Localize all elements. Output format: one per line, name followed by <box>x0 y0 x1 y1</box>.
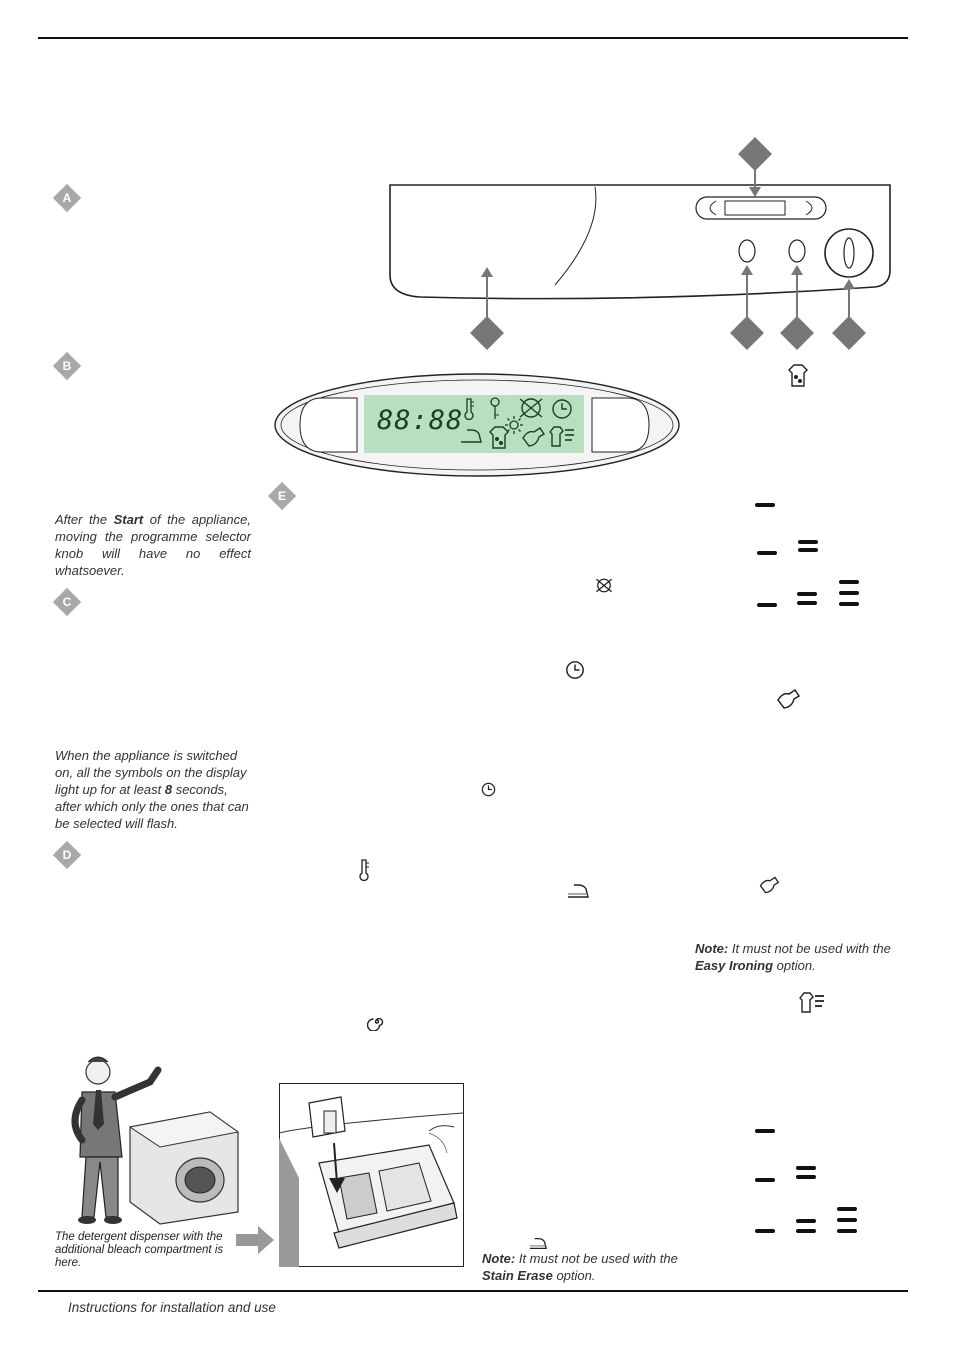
stain-shirt-icon <box>788 364 808 387</box>
sun-icon <box>505 416 523 434</box>
clock-icon <box>566 661 584 679</box>
clock-icon <box>552 399 572 419</box>
key-icon <box>490 397 500 419</box>
iron-icon <box>568 884 589 898</box>
section-marker-b: B <box>52 351 82 381</box>
stain-shirt-icon <box>489 426 509 449</box>
level-dash <box>839 602 859 606</box>
spiral-icon <box>367 1017 384 1031</box>
easy-ironing-note: Note: It must not be used with the Easy … <box>695 941 891 973</box>
delicate-shirt-icon <box>759 876 780 894</box>
easy-iron-shirt-icon <box>549 426 574 447</box>
level-dash <box>796 1229 816 1233</box>
easy-iron-shirt-icon <box>799 992 824 1013</box>
bottom-rule <box>38 1290 908 1292</box>
dispenser-caption: The detergent dispenser with the additio… <box>55 1231 224 1269</box>
display-digits: 88:88 <box>377 405 464 436</box>
level-dash <box>755 503 775 507</box>
level-dash <box>837 1218 857 1222</box>
level-dash <box>796 1219 816 1223</box>
level-dash <box>798 548 818 552</box>
thermometer-icon <box>464 398 474 421</box>
level-dash <box>796 1175 816 1179</box>
display-screen <box>364 395 584 453</box>
clock-icon <box>481 782 496 797</box>
iron-icon <box>461 429 482 443</box>
level-dash <box>839 591 859 595</box>
level-dash <box>796 1166 816 1170</box>
delicate-shirt-icon <box>522 427 545 447</box>
footer-text: Instructions for installation and use <box>68 1300 276 1315</box>
level-dash <box>797 592 817 596</box>
no-spin-icon <box>519 398 543 418</box>
level-dash <box>755 1229 775 1233</box>
display-note: When the appliance is switched on, all t… <box>55 748 249 831</box>
level-dash <box>837 1207 857 1211</box>
thermometer-icon <box>359 859 369 882</box>
top-rule <box>38 37 908 39</box>
no-spin-icon <box>595 578 613 593</box>
section-marker-c: C <box>52 587 82 617</box>
man-with-machine-illustration <box>60 1052 245 1227</box>
level-dash <box>798 540 818 544</box>
section-marker-e: E <box>267 481 297 511</box>
section-marker-a: A <box>52 183 82 213</box>
level-dash <box>757 551 777 555</box>
level-dash <box>755 1178 775 1182</box>
start-note: After the Start of the appliance, moving… <box>55 512 251 578</box>
display-panel-diagram <box>274 373 680 477</box>
level-dash <box>837 1229 857 1233</box>
level-dash <box>755 1129 775 1133</box>
arrow-right-icon <box>236 1226 274 1254</box>
delicate-shirt-icon <box>777 688 801 709</box>
iron-icon <box>529 1237 547 1250</box>
detergent-dispenser-illustration <box>279 1083 464 1267</box>
level-dash <box>839 580 859 584</box>
level-dash <box>757 603 777 607</box>
level-dash <box>797 601 817 605</box>
stain-erase-note: Note: It must not be used with the Stain… <box>482 1251 678 1283</box>
section-marker-d: D <box>52 840 82 870</box>
control-panel-diagram <box>389 137 891 350</box>
